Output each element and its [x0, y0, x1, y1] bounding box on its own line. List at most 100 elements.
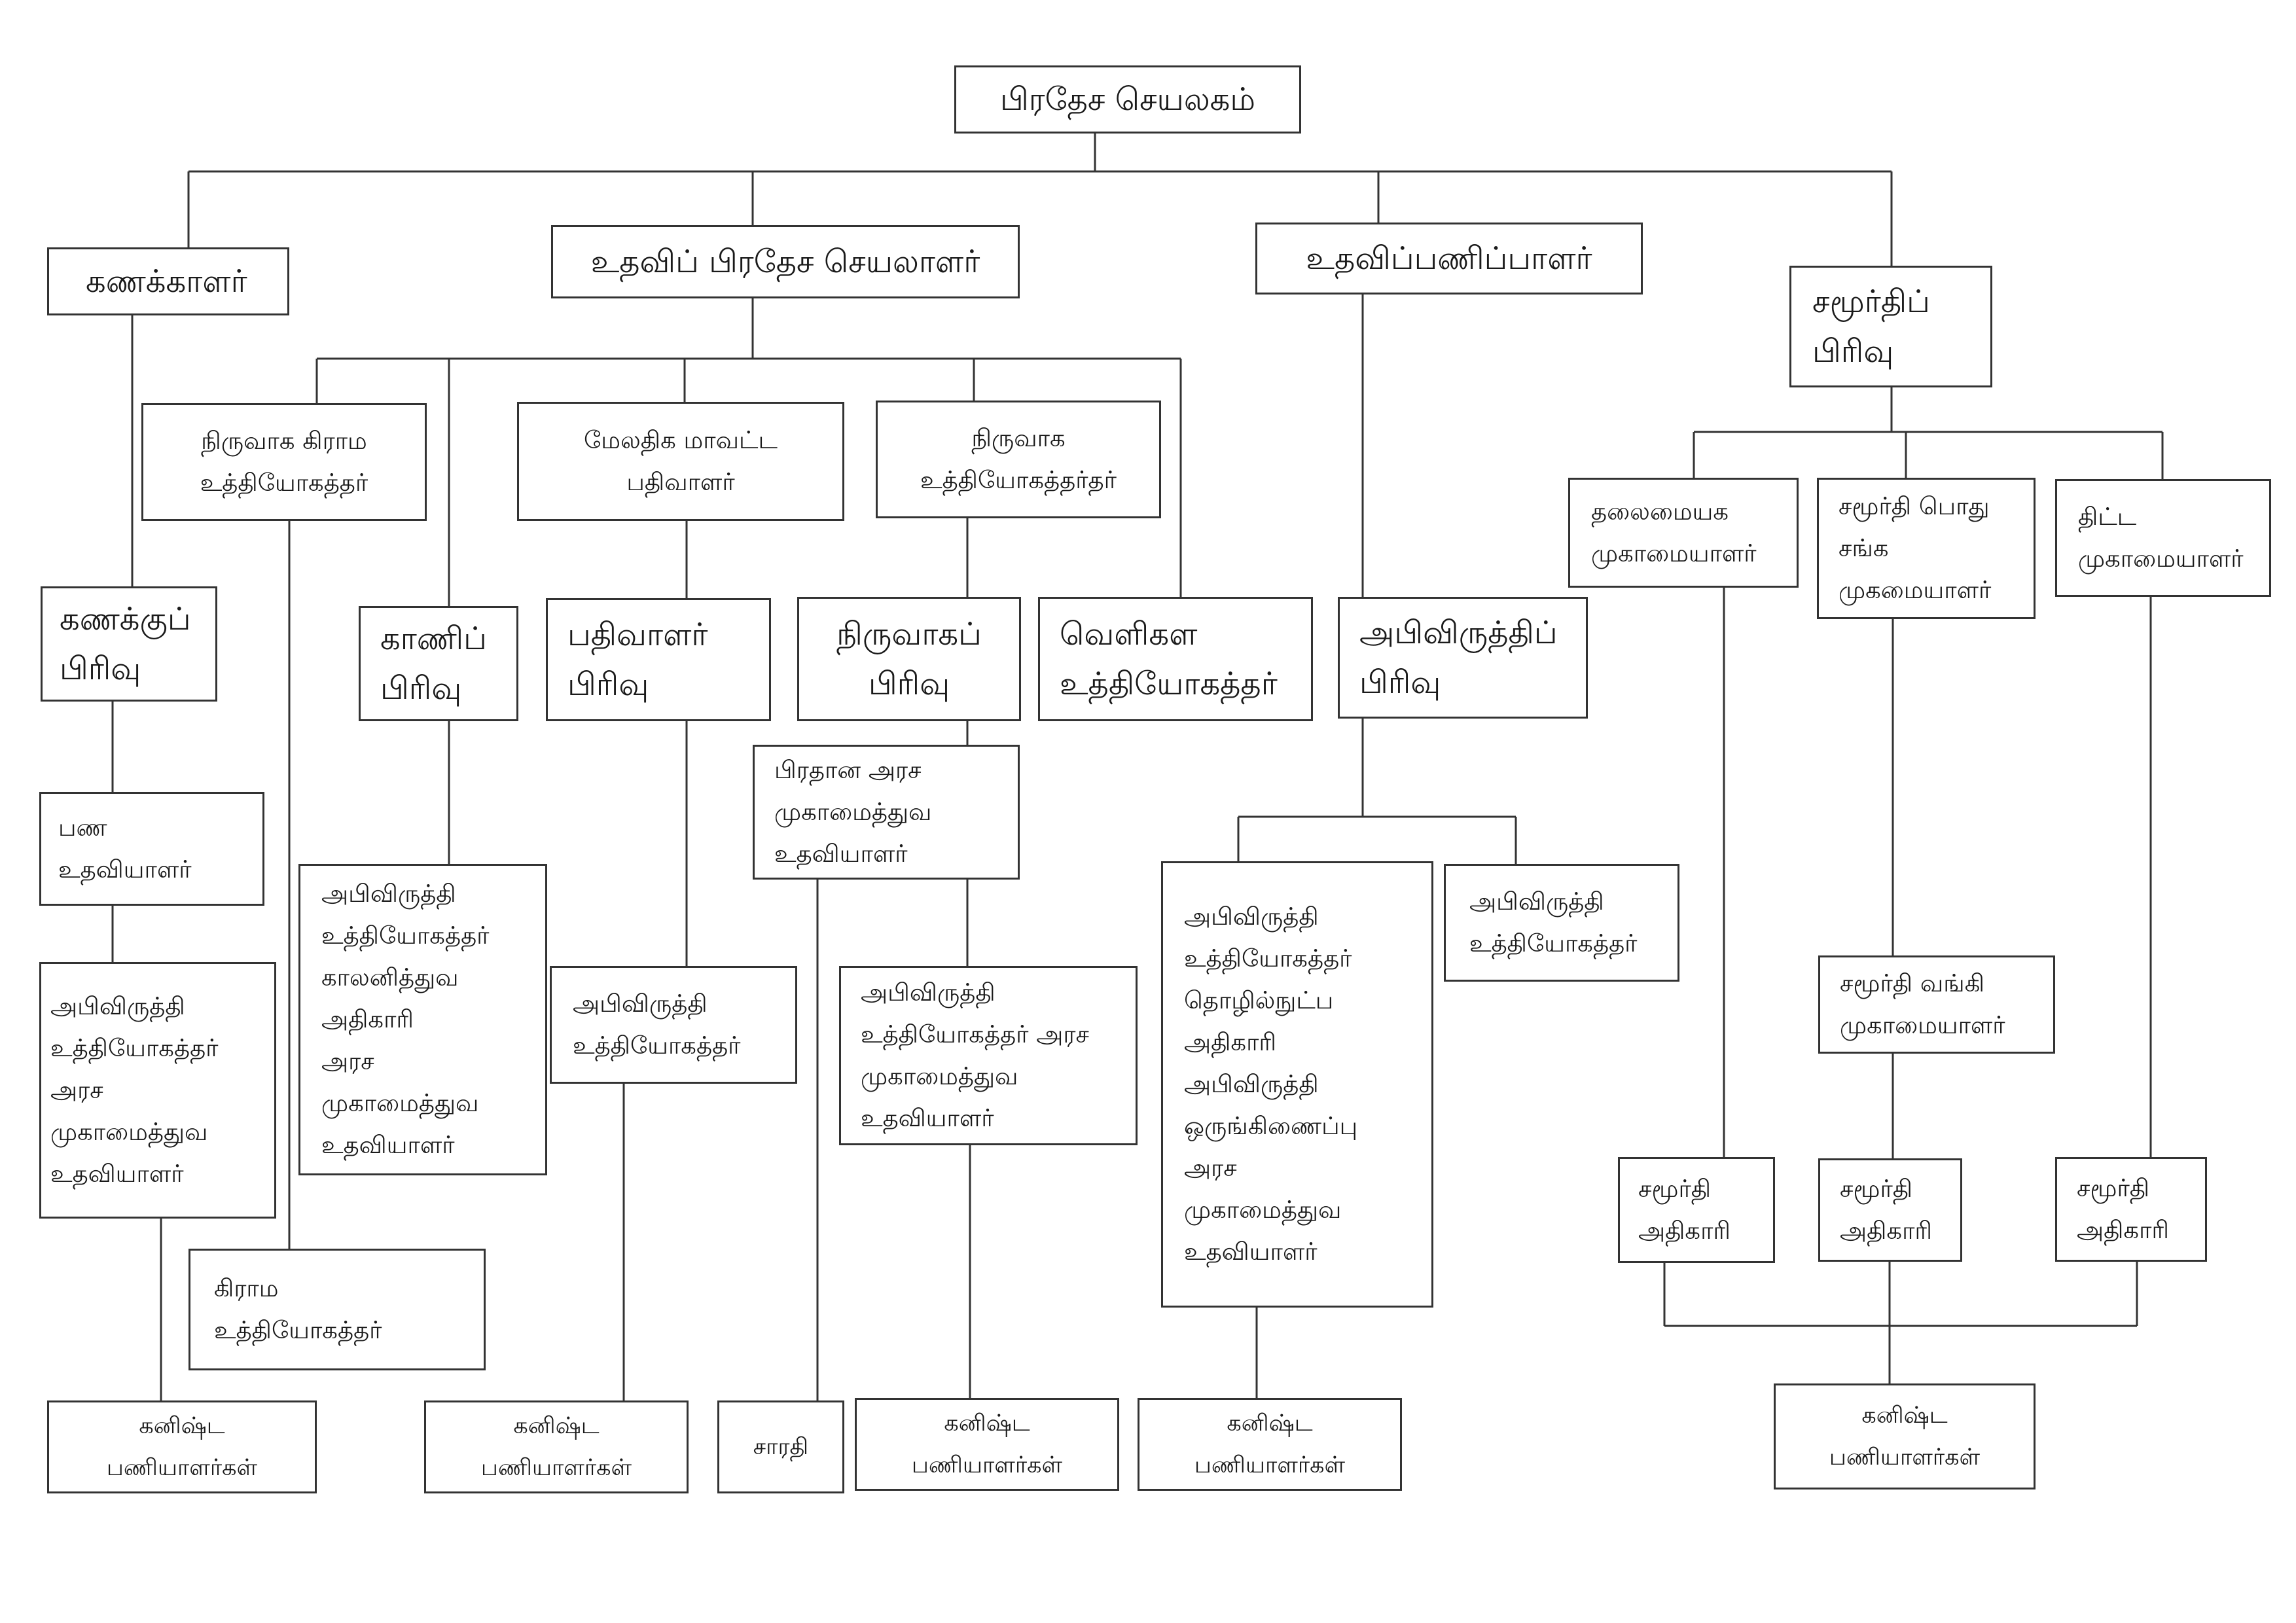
node-line: அபிவிருத்தி — [1469, 887, 1604, 916]
node-administrative-officer: நிருவாக உத்தியோகத்தர்தர் — [876, 401, 1161, 518]
node-administrative-village-officer: நிருவாக கிராம உத்தியோகத்தர் — [141, 403, 427, 521]
node-driver: சாரதி — [717, 1400, 844, 1493]
node-administrative-staff: அபிவிருத்தி உத்தியோகத்தர் அரச முகாமைத்து… — [839, 966, 1138, 1145]
node-junior-staff-accounts: கனிஷ்ட பணியாளர்கள் — [47, 1400, 317, 1493]
node-line: கணக்காளர் — [86, 263, 247, 300]
node-line: பிரதான அரச — [774, 756, 922, 784]
node-line: ஒருங்கிணைப்பு — [1184, 1112, 1358, 1140]
node-line: கணக்குப் — [60, 601, 191, 637]
node-land-staff: அபிவிருத்தி உத்தியோகத்தர் காலனித்துவ அதி… — [298, 864, 547, 1175]
node-accounts-staff: அபிவிருத்தி உத்தியோகத்தர் அரச முகாமைத்து… — [39, 962, 276, 1219]
node-line: தொழில்நுட்ப — [1184, 986, 1334, 1014]
node-line: கனிஷ்ட — [1861, 1402, 1948, 1429]
node-line: உத்தியோகத்தர் அரச — [861, 1020, 1089, 1048]
node-line: மேலதிக மாவட்ட — [584, 426, 778, 454]
node-accountant: கணக்காளர் — [47, 247, 289, 315]
node-line: பிரிவு — [567, 666, 649, 703]
node-line: அரச — [321, 1047, 374, 1075]
node-line: காணிப் — [380, 620, 487, 657]
node-samurdhi-officer-1: சமூர்தி அதிகாரி — [1618, 1157, 1775, 1263]
node-line: பிரதேச செயலகம் — [999, 81, 1256, 118]
node-land-division: காணிப் பிரிவு — [359, 606, 518, 721]
node-line: பண — [58, 813, 107, 842]
node-line: உதவியாளர் — [1184, 1238, 1318, 1266]
node-field-officers: வெளிகள உத்தியோகத்தர் — [1038, 597, 1313, 721]
node-registrar-division: பதிவாளர் பிரிவு — [546, 598, 771, 721]
node-line: முகாமைத்துவ — [774, 798, 932, 826]
node-junior-staff-admin: கனிஷ்ட பணியாளர்கள் — [855, 1398, 1119, 1491]
node-line: உத்தியோகத்தர் — [321, 921, 490, 950]
node-line: அபிவிருத்தி — [1184, 1070, 1319, 1098]
node-project-manager: திட்ட முகாமையாளர் — [2055, 479, 2271, 597]
node-additional-district-registrar: மேலதிக மாவட்ட பதிவாளர் — [517, 402, 844, 521]
node-line: அபிவிருத்திப் — [1359, 615, 1558, 651]
node-junior-staff-development: கனிஷ்ட பணியாளர்கள் — [1138, 1398, 1402, 1491]
node-line: அபிவிருத்தி — [861, 978, 996, 1007]
node-line: பணியாளர்கள் — [480, 1455, 632, 1481]
node-line: கனிஷ்ட — [944, 1410, 1030, 1436]
node-development-division: அபிவிருத்திப் பிரிவு — [1338, 597, 1588, 719]
node-village-officer: கிராம உத்தியோகத்தர் — [188, 1249, 486, 1370]
node-line: அதிகாரி — [2077, 1216, 2170, 1244]
node-line: அரச — [50, 1076, 103, 1104]
node-line: நிருவாகப் — [836, 616, 982, 652]
node-line: வெளிகள — [1060, 616, 1198, 652]
node-samurdhi-officer-3: சமூர்தி அதிகாரி — [2055, 1157, 2207, 1262]
node-line: சமூர்தி — [2077, 1174, 2150, 1202]
node-line: தலைமையக — [1591, 497, 1729, 526]
node-line: பணியாளர்கள் — [1194, 1452, 1346, 1478]
node-line: சமூர்திப் — [1812, 283, 1930, 320]
node-line: முகமையாளர் — [1839, 576, 1992, 604]
node-line: திட்ட — [2078, 503, 2137, 531]
node-samurdhi-division: சமூர்திப் பிரிவு — [1789, 266, 1992, 387]
node-line: உத்தியோகத்தர் — [1469, 929, 1638, 957]
node-line: நிருவாக — [971, 424, 1066, 452]
node-line: கனிஷ்ட — [1227, 1410, 1313, 1436]
node-line: முகாமைத்துவ — [50, 1118, 208, 1146]
node-samurdhi-officer-2: சமூர்தி அதிகாரி — [1818, 1158, 1962, 1262]
node-pradeshiya-secretariat: பிரதேச செயலகம் — [954, 65, 1301, 134]
node-samurdhi-bank-manager: சமூர்தி வங்கி முகாமையாளர் — [1818, 955, 2055, 1054]
node-line: முகாமையாளர் — [2078, 544, 2244, 573]
node-line: உத்தியோகத்தர் — [573, 1031, 741, 1060]
node-line: முகாமைத்துவ — [321, 1089, 479, 1117]
node-line: பணியாளர்கள் — [106, 1455, 258, 1481]
node-line: சமூர்தி — [1638, 1175, 1712, 1203]
node-line: உத்தியோகத்தர் — [214, 1316, 382, 1344]
node-line: அபிவிருத்தி — [321, 880, 456, 908]
node-dev-officer-development: அபிவிருத்தி உத்தியோகத்தர் — [1444, 864, 1679, 982]
node-line: உத்தியோகத்தர் — [1060, 666, 1278, 702]
node-line: பதிவாளர் — [567, 616, 708, 653]
node-line: பணியாளர்கள் — [911, 1452, 1063, 1478]
node-line: பிரிவு — [60, 651, 141, 687]
node-line: உதவிப் பிரதேச செயலாளர் — [590, 243, 980, 280]
node-line: முகாமையாளர் — [1840, 1011, 2005, 1039]
node-line: அதிகாரி — [1184, 1028, 1277, 1056]
node-headquarters-manager: தலைமையக முகாமையாளர் — [1568, 478, 1799, 588]
node-line: உத்தியோகத்தர்தர் — [920, 466, 1117, 494]
node-junior-staff-samurdhi: கனிஷ்ட பணியாளர்கள் — [1774, 1383, 2036, 1489]
node-line: அபிவிருத்தி — [50, 992, 185, 1020]
node-chief-management-assistant: பிரதான அரச முகாமைத்துவ உதவியாளர் — [753, 745, 1020, 880]
node-samurdhi-society-manager: சமூர்தி பொது சங்க முகமையாளர் — [1817, 478, 2036, 619]
node-line: காலனித்துவ — [321, 963, 459, 991]
node-finance-assistant: பண உதவியாளர் — [39, 792, 264, 906]
node-line: அதிகாரி — [321, 1005, 414, 1033]
node-line: பணியாளர்கள் — [1829, 1444, 1981, 1471]
node-line: அபிவிருத்தி — [1184, 902, 1319, 931]
node-line: பிரிவு — [868, 666, 950, 702]
node-administrative-division: நிருவாகப் பிரிவு — [797, 597, 1021, 721]
node-line: கிராம — [214, 1274, 279, 1302]
node-line: உத்தியோகத்தர் — [200, 469, 368, 497]
node-line: முகாமையாளர் — [1591, 539, 1757, 567]
node-line: சாரதி — [753, 1434, 809, 1460]
node-line: சமூர்தி வங்கி — [1840, 969, 1985, 997]
node-line: பிரிவு — [1812, 333, 1894, 370]
node-line: சமூர்தி — [1840, 1175, 1913, 1203]
node-line: பிரிவு — [380, 670, 462, 707]
node-accounts-division: கணக்குப் பிரிவு — [41, 586, 217, 702]
node-line: அதிகாரி — [1840, 1217, 1933, 1245]
node-line: உத்தியோகத்தர் — [50, 1034, 219, 1062]
node-line: சங்க — [1839, 534, 1889, 562]
node-line: கனிஷ்ட — [513, 1413, 600, 1439]
